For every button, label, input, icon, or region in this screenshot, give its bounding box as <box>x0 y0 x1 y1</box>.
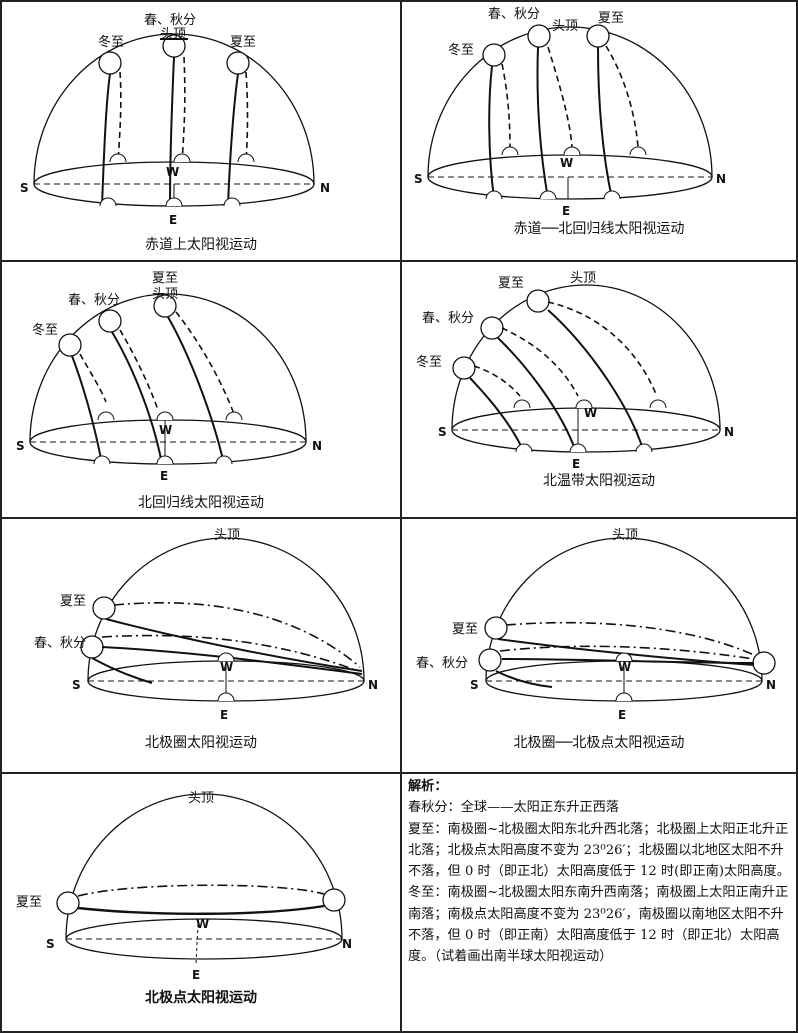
dir-n: N <box>368 678 378 692</box>
dir-n: N <box>342 937 352 951</box>
label-summer: 夏至 <box>60 594 86 609</box>
dir-w: W <box>166 165 179 179</box>
panel-tropic-drawing: 冬至 春、秋分 夏至 头顶 S N E W <box>16 271 322 483</box>
panel-arctic-to-pole-drawing: 头顶 夏至 春、秋分 S N E W <box>416 528 776 722</box>
panel-caption: 北回归线太阳视运动 <box>138 495 264 511</box>
panel-arctic-to-pole: 头顶 夏至 春、秋分 S N E W 北极圈──北极点太阳视运动 <box>401 518 797 773</box>
label-equinox: 春、秋分 <box>144 13 196 28</box>
panel-caption: 北极圈太阳视运动 <box>145 735 257 751</box>
dir-n: N <box>320 181 330 195</box>
panel-equator-tropic: 冬至 春、秋分 头顶 夏至 S N E W 赤道──北回归线太阳视运动 <box>401 1 797 261</box>
label-winter: 冬至 <box>98 34 124 50</box>
dir-e: E <box>192 968 200 982</box>
dir-w: W <box>584 406 597 420</box>
panel-equator: 冬至 春、秋分 头顶 夏至 S N E W 赤道上太阳视运动 <box>1 1 401 261</box>
dir-e: E <box>220 708 228 722</box>
panel-caption: 赤道──北回归线太阳视运动 <box>513 221 685 237</box>
label-zenith: 头顶 <box>214 528 240 543</box>
dir-n: N <box>716 172 726 186</box>
label-winter: 冬至 <box>448 42 474 58</box>
dir-s: S <box>16 439 25 453</box>
panel-tropic: 冬至 春、秋分 夏至 头顶 S N E W 北回归线太阳视运动 <box>1 261 401 518</box>
label-summer: 夏至 <box>230 35 256 50</box>
dir-s: S <box>20 181 29 195</box>
dir-e: E <box>618 708 626 722</box>
label-equinox: 春、秋分 <box>34 636 86 651</box>
label-equinox: 春、秋分 <box>68 293 120 308</box>
explanation-cell: 解析： 春秋分：全球——太阳正东升正西落 夏至：南极圈~北极圈太阳东北升西北落；… <box>401 773 797 1032</box>
dir-n: N <box>312 439 322 453</box>
label-summer: 夏至 <box>498 276 524 291</box>
dir-s: S <box>46 937 55 951</box>
label-zenith: 头顶 <box>152 287 178 302</box>
dir-w: W <box>618 660 631 674</box>
dir-e: E <box>562 204 570 218</box>
dir-w: W <box>220 660 233 674</box>
panel-equator-drawing: 冬至 春、秋分 头顶 夏至 S N E W <box>20 13 330 227</box>
dir-n: N <box>766 678 776 692</box>
dir-w: W <box>196 917 209 931</box>
label-winter: 冬至 <box>416 354 442 370</box>
explanation-winter: 冬至：南极圈~北极圈太阳东南升西南落；南极圈上太阳正南升正南落；南极点太阳高度不… <box>408 885 789 965</box>
panel-equator-tropic-drawing: 冬至 春、秋分 头顶 夏至 S N E W <box>414 7 726 218</box>
label-summer: 夏至 <box>16 895 42 910</box>
explanation-equinox: 春秋分：全球——太阳正东升正西落 <box>408 800 619 816</box>
label-equinox: 春、秋分 <box>488 7 540 22</box>
panel-arctic-circle-drawing: 头顶 夏至 春、秋分 S N E W <box>34 528 378 722</box>
panel-north-pole: 头顶 夏至 S N E W 北极点太阳视运动 <box>1 773 401 1032</box>
dir-w: W <box>560 156 573 170</box>
panel-north-pole-drawing: 头顶 夏至 S N E W <box>16 791 352 982</box>
label-zenith: 头顶 <box>570 271 596 286</box>
dir-s: S <box>438 425 447 439</box>
panel-caption: 赤道上太阳视运动 <box>145 237 257 253</box>
label-summer: 夏至 <box>452 622 478 637</box>
dir-s: S <box>72 678 81 692</box>
dir-e: E <box>572 457 580 471</box>
label-summer: 夏至 <box>152 271 178 286</box>
explanation-summer: 夏至：南极圈~北极圈太阳东北升西北落；北极圈上太阳正北升正北落；北极点太阳高度不… <box>408 821 790 880</box>
dir-s: S <box>414 172 423 186</box>
label-equinox: 春、秋分 <box>416 656 468 671</box>
panel-temperate: 冬至 春、秋分 夏至 头顶 S N E W 北温带太阳视运动 <box>401 261 797 518</box>
explanation-title: 解析： <box>408 779 448 794</box>
label-equinox: 春、秋分 <box>422 311 474 326</box>
label-winter: 冬至 <box>32 322 58 338</box>
dir-w: W <box>159 423 172 437</box>
panel-temperate-drawing: 冬至 春、秋分 夏至 头顶 S N E W <box>416 271 734 471</box>
label-zenith: 头顶 <box>188 791 214 806</box>
panel-caption: 北极点太阳视运动 <box>145 990 257 1006</box>
dir-e: E <box>160 469 168 483</box>
panel-arctic-circle: 头顶 夏至 春、秋分 S N E W 北极圈太阳视运动 <box>1 518 401 773</box>
label-summer: 夏至 <box>598 11 624 26</box>
dir-n: N <box>724 425 734 439</box>
label-zenith: 头顶 <box>552 19 578 34</box>
dir-s: S <box>470 678 479 692</box>
panel-caption: 北温带太阳视运动 <box>543 473 655 489</box>
label-zenith: 头顶 <box>160 27 186 42</box>
label-zenith: 头顶 <box>612 528 638 543</box>
panel-caption: 北极圈──北极点太阳视运动 <box>513 735 685 751</box>
explanation-text: 解析： 春秋分：全球——太阳正东升正西落 夏至：南极圈~北极圈太阳东北升西北落；… <box>408 776 792 968</box>
dir-e: E <box>169 213 177 227</box>
